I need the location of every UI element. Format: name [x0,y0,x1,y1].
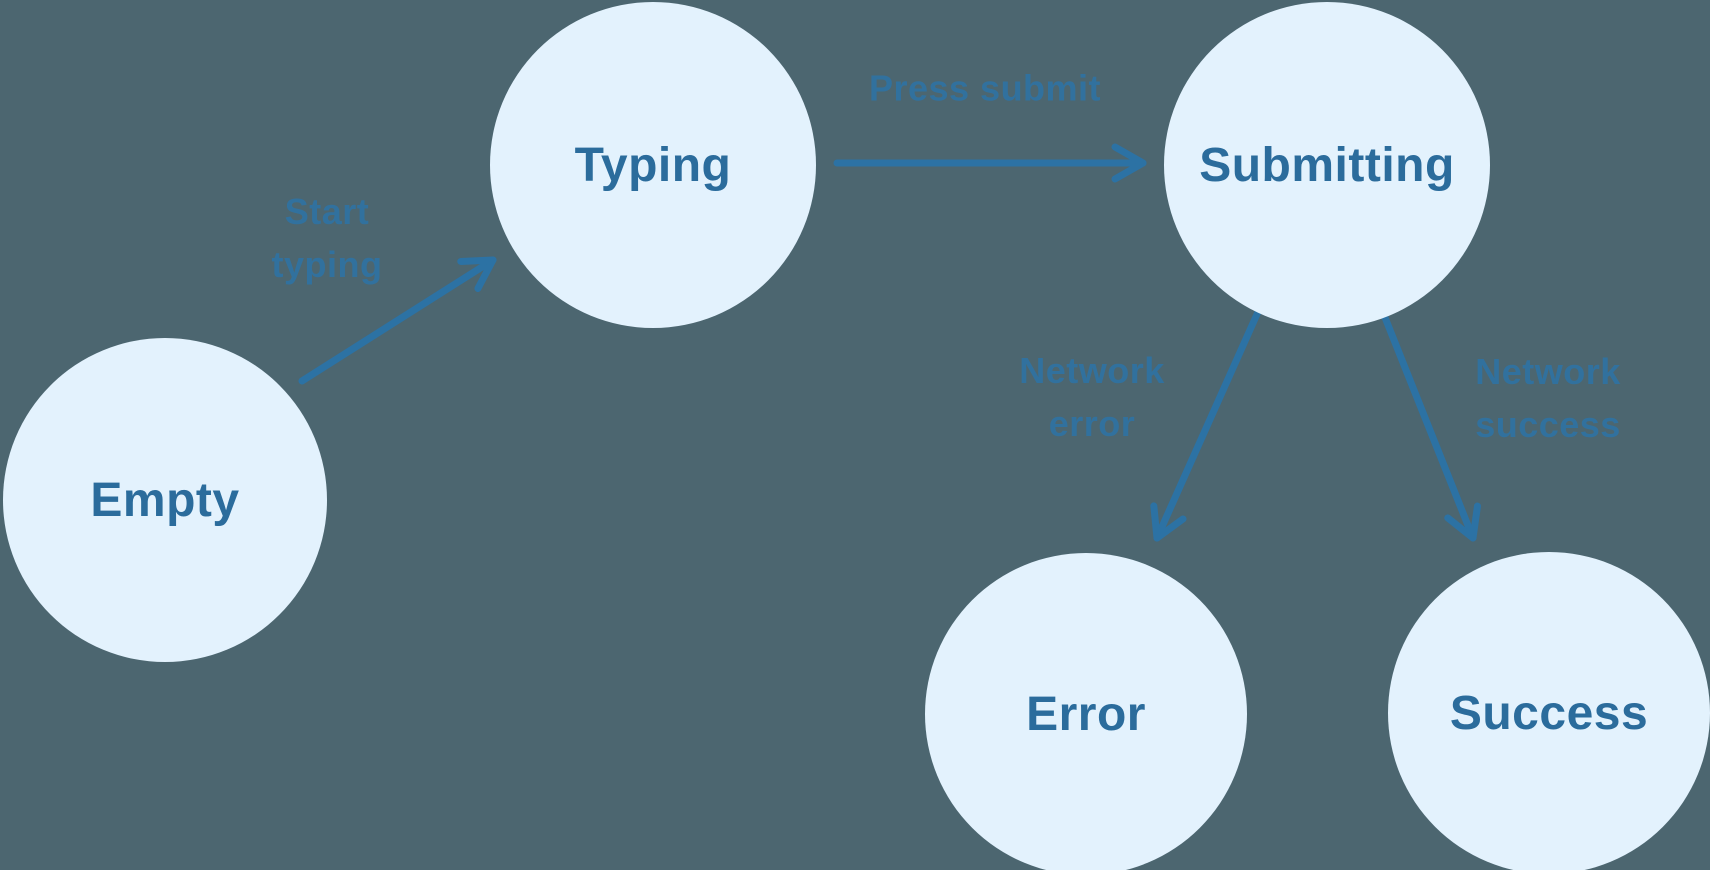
transition-label-network-success: Network success [1475,351,1621,445]
transition-label-press-submit: Press submit [868,67,1102,109]
state-node-label: Success [1449,686,1649,740]
transition-arrow-submitting-to-success[interactable] [1380,311,1481,542]
state-node-label: Error [1026,687,1146,741]
transition-arrow-empty-to-typing[interactable] [298,256,497,385]
transition-arrow-submitting-to-error[interactable] [1150,308,1262,542]
state-node-empty[interactable]: Empty [3,338,327,662]
transition-label-network-error: Network error [1019,350,1165,444]
state-node-error[interactable]: Error [925,553,1247,870]
state-node-typing[interactable]: Typing [490,2,816,328]
transition-label-start-typing: Start typing [271,191,383,285]
state-node-label: Submitting [1199,138,1455,192]
state-node-submitting[interactable]: Submitting [1164,2,1490,328]
state-node-label: Empty [90,473,240,527]
state-node-label: Typing [574,138,732,192]
state-node-success[interactable]: Success [1388,552,1710,870]
